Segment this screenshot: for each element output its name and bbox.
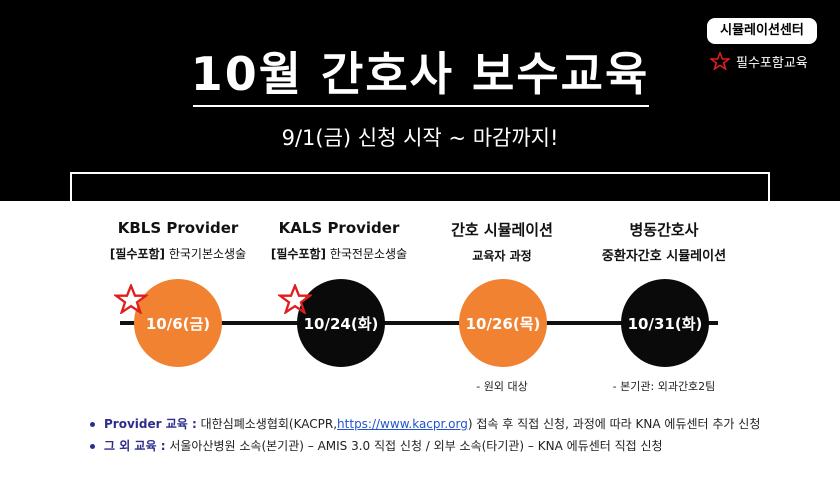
header-band	[0, 0, 840, 201]
date-circle-3: 10/26(목)	[459, 279, 547, 367]
timeline-line	[120, 321, 718, 325]
course-3-sub: 교육자 과정	[472, 249, 532, 263]
bullet-other-text: 서울아산병원 소속(본기관) – AMIS 3.0 직접 신청 / 외부 소속(…	[169, 439, 663, 453]
course-1-sub: 한국기본소생술	[168, 247, 247, 261]
course-4-sub: 중환자간호 시뮬레이션	[601, 249, 727, 264]
page-subtitle: 9/1(금) 신청 시작 ~ 마감까지!	[281, 126, 559, 150]
course-2-tag: [필수포함]	[270, 247, 327, 261]
page-title: 10월 간호사 보수교육	[190, 47, 650, 101]
info-bullets: Provider 교육 : 대한심폐소생협회(KACPR,https://www…	[90, 413, 810, 457]
red-star-icon	[278, 284, 312, 314]
bullet-other: 그 외 교육 : 서울아산병원 소속(본기관) – AMIS 3.0 직접 신청…	[90, 435, 810, 457]
bullet-provider-post: ) 접속 후 직접 신청, 과정에 따라 KNA 에듀센터 추가 신청	[467, 417, 761, 431]
required-legend: 필수포함교육	[710, 52, 808, 71]
course-1-tag: [필수포함]	[109, 247, 166, 261]
bullet-other-label: 그 외 교육 :	[104, 439, 166, 453]
red-star-icon	[114, 284, 148, 314]
course-2-subtitle: [필수포함] 한국전문소생술	[249, 245, 429, 262]
date-label-4: 10/31(화)	[627, 314, 703, 333]
course-2-title: KALS Provider	[278, 219, 400, 237]
course-2-sub: 한국전문소생술	[329, 247, 408, 261]
bullet-dot	[90, 422, 95, 427]
bullet-provider: Provider 교육 : 대한심폐소생협회(KACPR,https://www…	[90, 413, 810, 435]
date-circle-4: 10/31(화)	[621, 279, 709, 367]
title-divider	[193, 105, 649, 107]
date-label-3: 10/26(목)	[465, 314, 541, 333]
bullet-provider-label: Provider 교육 :	[104, 417, 197, 431]
course-4-note: - 본기관: 외과간호2팀	[612, 380, 716, 393]
kacpr-link[interactable]: https://www.kacpr.org	[337, 417, 468, 431]
bullet-provider-pre: 대한심폐소생협회(KACPR,	[200, 417, 338, 431]
course-1-subtitle: [필수포함] 한국기본소생술	[88, 245, 268, 262]
date-circle-2: 10/24(화)	[297, 279, 385, 367]
bullet-dot	[90, 444, 95, 449]
red-star-icon	[710, 52, 730, 70]
date-label-1: 10/6(금)	[145, 314, 211, 333]
course-1-title: KBLS Provider	[117, 219, 239, 237]
course-4-title: 병동간호사	[629, 221, 699, 239]
required-legend-label: 필수포함교육	[736, 55, 808, 71]
course-3-note: - 원외 대상	[476, 380, 528, 393]
course-3-title: 간호 시뮬레이션	[451, 221, 553, 239]
sim-center-badge: 시뮬레이션센터	[707, 18, 817, 44]
date-label-2: 10/24(화)	[303, 314, 379, 333]
date-circle-1: 10/6(금)	[134, 279, 222, 367]
